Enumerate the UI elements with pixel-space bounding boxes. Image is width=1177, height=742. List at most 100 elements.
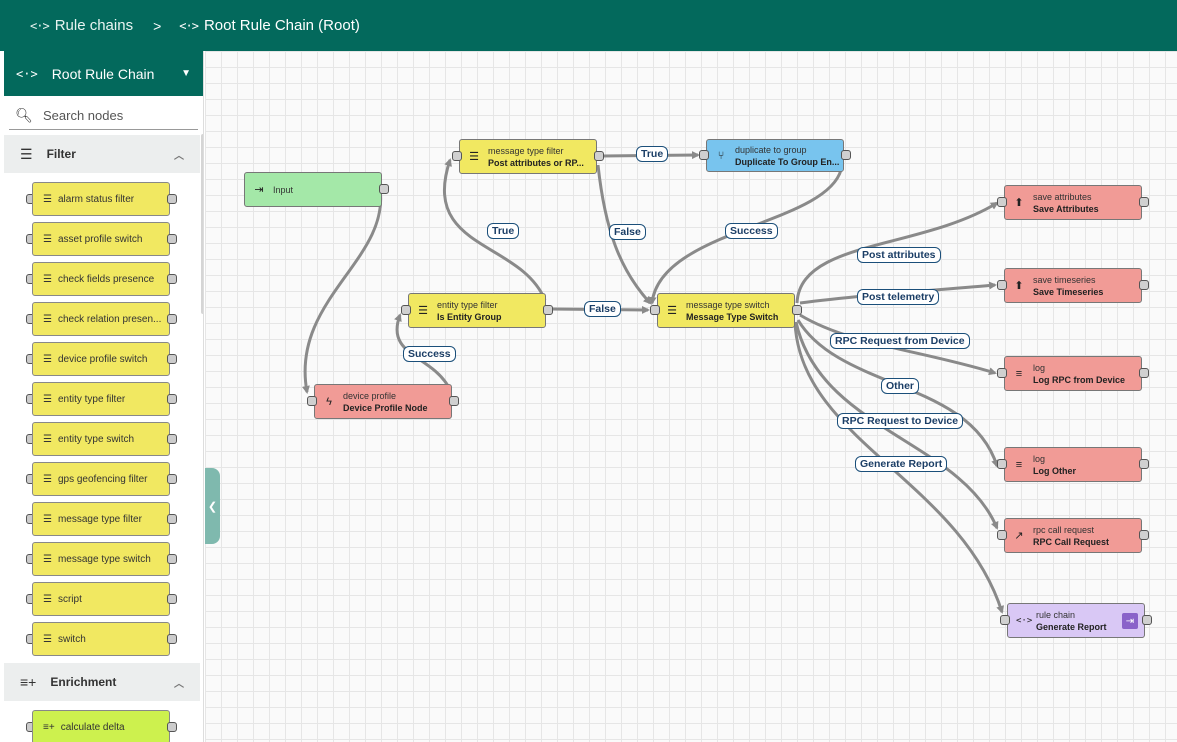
output-port[interactable] [594, 151, 604, 161]
edge-label[interactable]: True [487, 223, 520, 239]
input-port[interactable] [307, 396, 317, 406]
library-node[interactable]: ☰switch [26, 622, 179, 656]
output-port[interactable] [379, 184, 389, 194]
library-node[interactable]: ☰alarm status filter [26, 182, 179, 216]
edge-label[interactable]: Other [881, 378, 920, 394]
edge-label[interactable]: Post attributes [857, 247, 941, 263]
rule-chain-selector[interactable]: <·> Root Rule Chain ▼ [4, 51, 203, 96]
library-node[interactable]: ☰check relation presen... [26, 302, 179, 336]
library-node[interactable]: ☰entity type switch [26, 422, 179, 456]
output-port[interactable] [1142, 615, 1152, 625]
chevron-up-icon: ︿ [174, 150, 184, 162]
output-port [167, 234, 177, 244]
output-port[interactable] [449, 396, 459, 406]
upload-icon: ⬆ [1014, 197, 1024, 209]
output-port[interactable] [1139, 530, 1149, 540]
output-port[interactable] [1139, 459, 1149, 469]
node-name: Log Other [1033, 465, 1076, 476]
input-port[interactable] [997, 197, 1007, 207]
input-port[interactable] [997, 530, 1007, 540]
library-node-box[interactable]: ☰message type filter [32, 502, 170, 536]
output-port[interactable] [543, 305, 553, 315]
node-type: duplicate to group [735, 144, 807, 155]
menu-icon: ≡ [1015, 367, 1023, 380]
library-node[interactable]: ☰message type filter [26, 502, 179, 536]
library-node-box[interactable]: ☰gps geofencing filter [32, 462, 170, 496]
edge-label[interactable]: False [584, 301, 621, 317]
input-port[interactable] [997, 280, 1007, 290]
output-port[interactable] [1139, 197, 1149, 207]
library-node-box[interactable]: ☰switch [32, 622, 170, 656]
input-port[interactable] [650, 305, 660, 315]
edge-label[interactable]: RPC Request from Device [830, 333, 970, 349]
open-rule-chain-icon[interactable]: ⇥ [1122, 613, 1138, 629]
node-type: save attributes [1033, 191, 1092, 202]
node-type: rule chain [1036, 609, 1076, 620]
library-node-box[interactable]: ☰asset profile switch [32, 222, 170, 256]
edge-label[interactable]: Generate Report [855, 456, 948, 472]
sidebar-scrollbar[interactable] [201, 134, 203, 314]
input-port[interactable] [699, 150, 709, 160]
edge-message-type-filter-to-message-type-switch [596, 164, 652, 305]
library-node-box[interactable]: ☰message type switch [32, 542, 170, 576]
search-nodes-input[interactable]: 🔍︎ Search nodes [9, 102, 198, 130]
breadcrumb-separator: > [153, 17, 162, 34]
library-node[interactable]: ☰device profile switch [26, 342, 179, 376]
library-node-label: gps geofencing filter [57, 473, 148, 485]
library-node-box[interactable]: ☰entity type filter [32, 382, 170, 416]
library-node-box[interactable]: ☰entity type switch [32, 422, 170, 456]
node-name: RPC Call Request [1033, 536, 1110, 547]
edge-label[interactable]: Success [403, 346, 456, 362]
output-port [167, 434, 177, 444]
library-node[interactable]: ☰gps geofencing filter [26, 462, 179, 496]
output-port [167, 354, 177, 364]
library-node[interactable]: ☰entity type filter [26, 382, 179, 416]
library-node-label: message type switch [57, 553, 151, 565]
library-node[interactable]: ☰script [26, 582, 179, 616]
input-port[interactable] [401, 305, 411, 315]
filter-section-header[interactable]: ☰ Filter ︿ [4, 135, 200, 173]
library-node-box[interactable]: ☰script [32, 582, 170, 616]
output-port[interactable] [792, 305, 802, 315]
edge-label[interactable]: False [609, 224, 646, 240]
edge-label[interactable]: Success [725, 223, 778, 239]
input-port[interactable] [452, 151, 462, 161]
node-type: entity type filter [437, 299, 498, 310]
filter-icon: ☰ [43, 233, 52, 245]
filter-icon: ☰ [43, 193, 52, 205]
edge-label[interactable]: Post telemetry [857, 289, 940, 305]
filter-icon: ☰ [43, 433, 52, 445]
library-node-box[interactable]: ☰alarm status filter [32, 182, 170, 216]
filter-icon: ☰ [667, 305, 677, 317]
enrichment-section-header[interactable]: ≡+ Enrichment ︿ [4, 663, 200, 701]
output-port[interactable] [1139, 368, 1149, 378]
library-node[interactable]: ☰message type switch [26, 542, 179, 576]
library-node-box[interactable]: ☰device profile switch [32, 342, 170, 376]
output-port[interactable] [1139, 280, 1149, 290]
input-port[interactable] [1000, 615, 1010, 625]
library-node[interactable]: ☰asset profile switch [26, 222, 179, 256]
collapse-sidebar-button[interactable]: ❮ [205, 468, 220, 544]
library-node-box[interactable]: ☰check fields presence [32, 262, 170, 296]
library-node-box[interactable]: ☰check relation presen... [32, 302, 170, 336]
library-node[interactable]: ≡+calculate delta [26, 710, 179, 742]
output-port[interactable] [841, 150, 851, 160]
library-node[interactable]: ☰check fields presence [26, 262, 179, 296]
edge-label[interactable]: True [636, 146, 669, 162]
breadcrumb-rule-chains[interactable]: <·> Rule chains [30, 17, 133, 34]
input-node[interactable]: ⇥ Input [244, 172, 389, 207]
edge-label[interactable]: RPC Request to Device [837, 413, 964, 429]
input-port[interactable] [997, 459, 1007, 469]
input-port[interactable] [997, 368, 1007, 378]
